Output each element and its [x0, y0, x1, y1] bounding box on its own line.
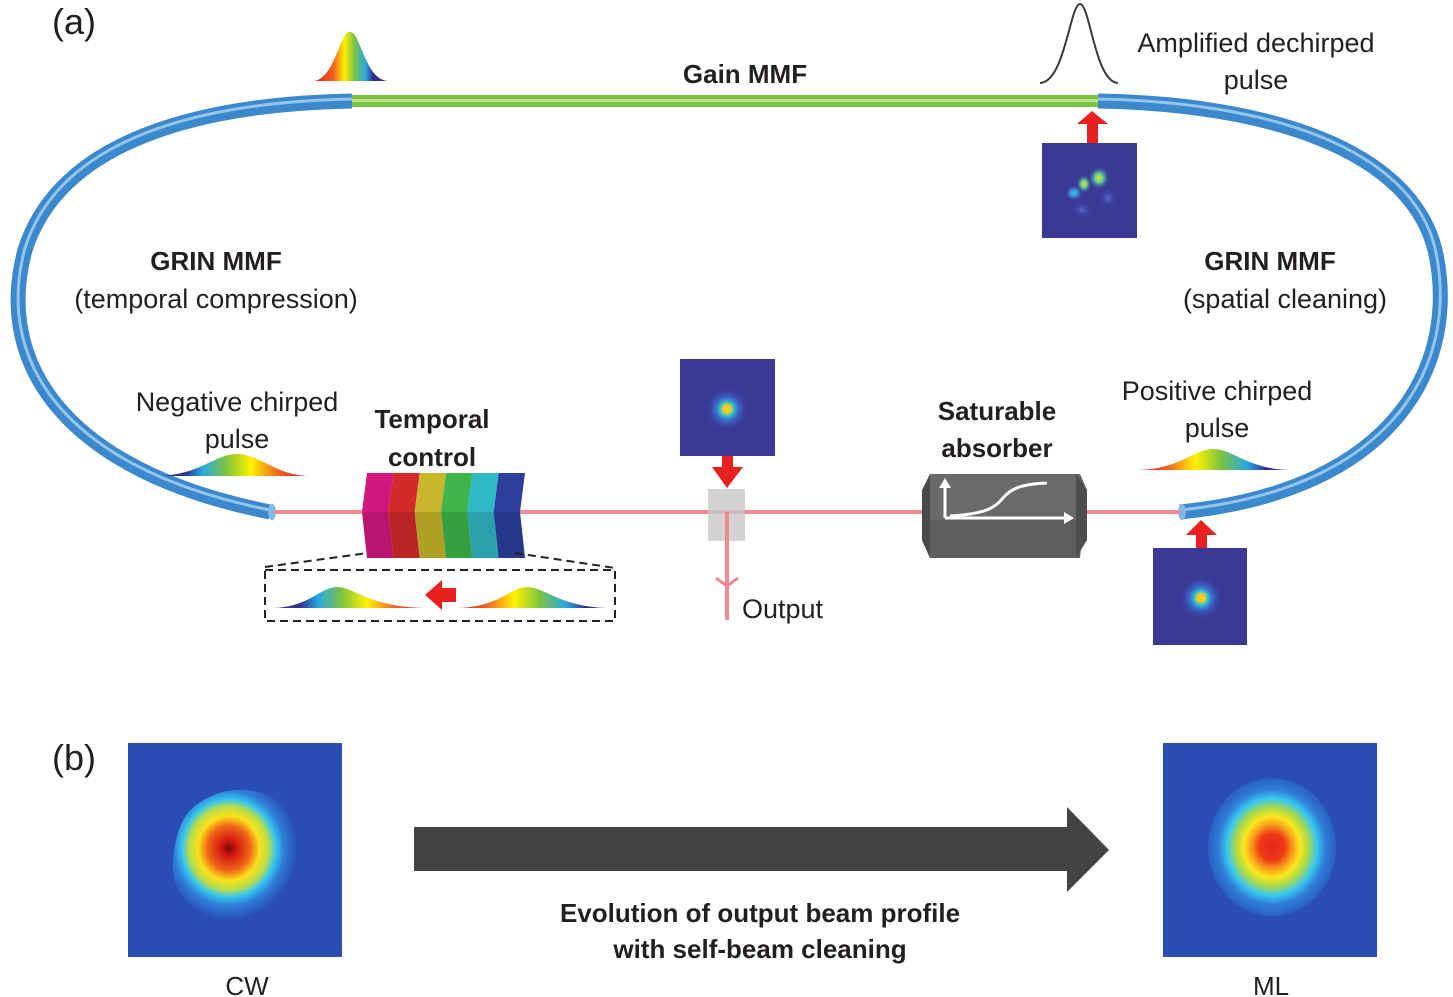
input-mode-image	[1153, 548, 1247, 645]
panel-a-label: (a)	[52, 1, 96, 42]
cw-label: CW	[225, 971, 269, 997]
arrow-left-icon	[425, 580, 456, 610]
output-arrow-icon	[715, 576, 739, 588]
temporal-control-segment-shade	[388, 512, 420, 558]
grin-left-subtitle: (temporal compression)	[74, 284, 358, 314]
arrow-up-to-gain	[1077, 111, 1108, 143]
positive-pulse-label-2: pulse	[1185, 413, 1250, 443]
evolution-arrow	[414, 807, 1109, 892]
grin-fiber-left-highlight	[16, 97, 353, 512]
multimode-profile-image	[1042, 143, 1137, 238]
panel-b-label: (b)	[52, 737, 96, 778]
temporal-control-segment	[388, 473, 420, 558]
ml-beam-profile	[1163, 743, 1377, 957]
amplified-pulse-label-2: pulse	[1224, 65, 1289, 95]
temporal-control-segment-shade	[441, 512, 473, 558]
absorption-curve-icon	[939, 478, 1074, 524]
temporal-control-segment	[362, 473, 394, 558]
evolution-caption-line-1: Evolution of output beam profile	[560, 898, 960, 928]
negative-pulse-label-1: Negative chirped	[136, 387, 339, 417]
temporal-control-label-2: control	[388, 442, 476, 472]
inset-pulse-negative	[273, 587, 425, 608]
grin-fiber-right-highlight	[1097, 97, 1442, 512]
temporal-control-segment-shade	[467, 512, 499, 558]
saturable-absorber-block	[922, 474, 1087, 558]
amplified-pulse-label-1: Amplified dechirped	[1137, 28, 1374, 58]
grin-right-subtitle: (spatial cleaning)	[1183, 284, 1387, 314]
positive-pulse-label-1: Positive chirped	[1122, 376, 1313, 406]
temporal-control-segment-shade	[414, 512, 446, 558]
arrow-down-to-coupler	[712, 456, 743, 488]
grin-left-title: GRIN MMF	[150, 246, 281, 276]
positive-chirped-pulse	[1138, 449, 1289, 470]
temporal-control-label-1: Temporal	[374, 404, 489, 434]
gain-fiber-label: Gain MMF	[683, 59, 807, 89]
inset-pulse-positive	[457, 587, 608, 608]
grin-right-title: GRIN MMF	[1204, 246, 1335, 276]
temporal-control-segment	[414, 473, 446, 558]
evolution-caption-line-2: with self-beam cleaning	[612, 934, 906, 964]
temporal-control-segment-shade	[362, 512, 394, 558]
temporal-control-segment	[493, 473, 525, 558]
saturable-absorber-label-2: absorber	[941, 433, 1052, 463]
chirp-inset	[264, 552, 616, 622]
negative-chirped-pulse	[158, 454, 308, 476]
temporal-control-segment-shade	[493, 512, 525, 558]
temporal-control-block	[362, 473, 525, 558]
temporal-control-segment	[467, 473, 499, 558]
fiber-end-left	[268, 504, 276, 520]
saturable-absorber-label-1: Saturable	[938, 396, 1057, 426]
temporal-control-segment	[441, 473, 473, 558]
amplified-pulse-curve	[1039, 2, 1119, 84]
output-mode-image	[680, 359, 775, 456]
arrow-up-to-fiber	[1186, 520, 1217, 548]
spectral-pulse-top	[313, 31, 388, 81]
negative-pulse-label-2: pulse	[205, 424, 270, 454]
ml-label: ML	[1253, 971, 1289, 997]
cw-beam-profile	[128, 743, 342, 957]
gain-fiber-highlight	[352, 99, 1098, 102]
output-label: Output	[742, 594, 824, 624]
fiber-end-right	[1178, 504, 1186, 520]
